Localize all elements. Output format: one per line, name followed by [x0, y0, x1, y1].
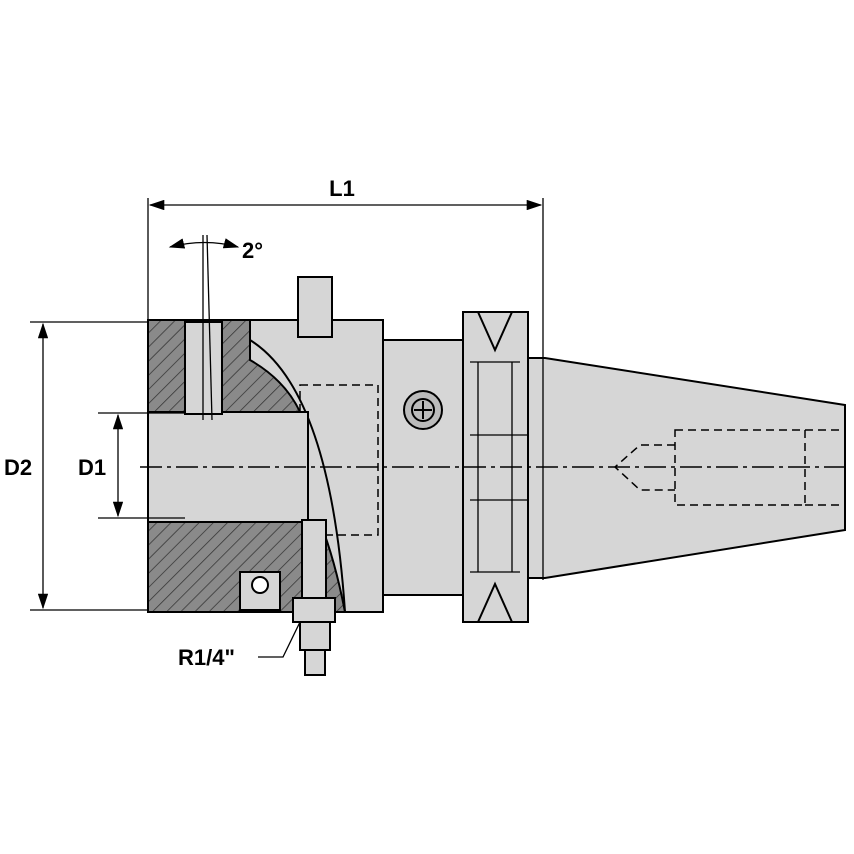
- d1-label: D1: [78, 455, 106, 480]
- angle-label: 2°: [242, 238, 263, 263]
- l1-label: L1: [329, 176, 355, 201]
- retention-stud-hidden: [674, 429, 806, 506]
- d2-label: D2: [4, 455, 32, 480]
- top-pin: [297, 276, 333, 338]
- taper-shank: [527, 357, 846, 579]
- thread-label: R1/4": [178, 645, 235, 670]
- coolant-fitting: [292, 519, 336, 676]
